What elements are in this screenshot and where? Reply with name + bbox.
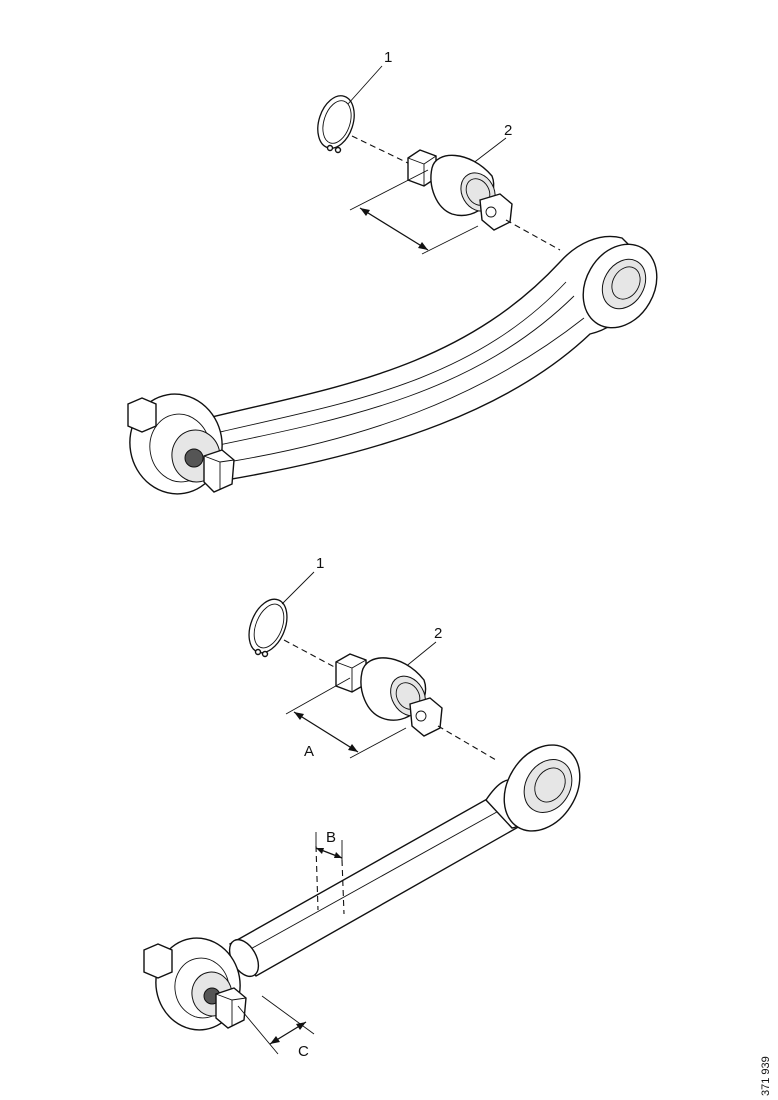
lower-ring-axis — [283, 639, 341, 671]
upper-curved-rod — [127, 235, 658, 495]
upper-width-dimension — [349, 169, 479, 255]
lower-figure: 1 2 — [143, 555, 581, 1060]
lower-bushing — [335, 653, 443, 737]
lower-snap-ring — [248, 598, 288, 658]
upper-figure: 1 2 — [127, 49, 658, 495]
lower-callout-2-label: 2 — [434, 625, 442, 642]
dimension-c-label: C — [298, 1043, 309, 1060]
upper-callout-2: 2 — [471, 122, 512, 165]
upper-callout-1: 1 — [347, 49, 392, 105]
upper-callout-2-label: 2 — [504, 122, 512, 139]
lower-straight-rod — [143, 744, 581, 1031]
dimension-a-label: A — [304, 743, 314, 760]
dimension-c: C — [237, 995, 315, 1060]
upper-callout-1-label: 1 — [384, 49, 392, 66]
lower-callout-1-label: 1 — [316, 555, 324, 572]
lower-callout-1: 1 — [281, 555, 324, 605]
upper-bushing — [407, 149, 513, 231]
dimension-b-label: B — [326, 829, 336, 846]
drawing-code: 371 939 — [760, 1056, 772, 1096]
upper-bushing-axis — [505, 219, 561, 251]
dimension-b: B — [315, 829, 345, 915]
dimension-a: A — [285, 677, 407, 760]
lower-bushing-axis — [437, 725, 497, 761]
lower-callout-2: 2 — [403, 625, 442, 669]
upper-snap-ring — [317, 95, 355, 154]
upper-ring-axis — [351, 135, 415, 167]
